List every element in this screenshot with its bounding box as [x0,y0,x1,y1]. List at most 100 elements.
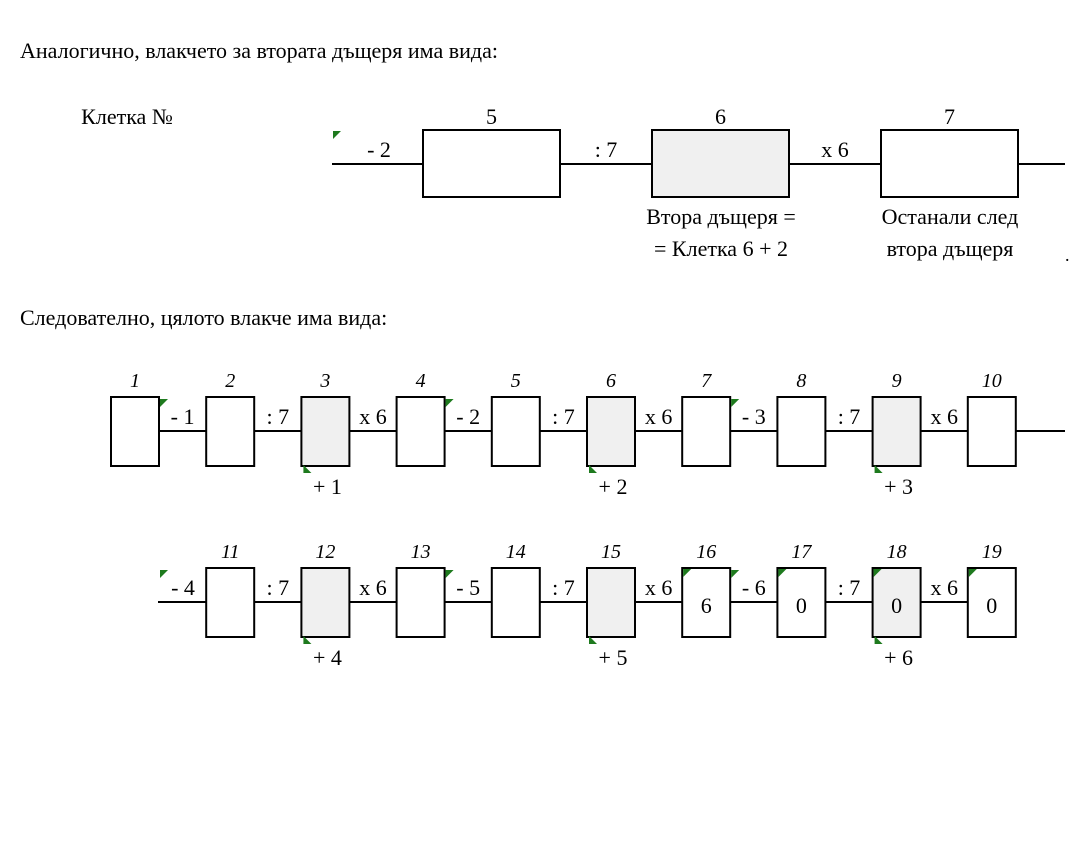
cell-number: 4 [416,370,426,392]
cell-box [966,567,1017,638]
marker-triangle [303,636,312,644]
plus-label: + 3 [884,474,913,499]
cell-number: 2 [225,370,235,392]
cell-number: 15 [601,541,621,563]
marker-triangle [160,399,168,407]
cell-number: 7 [944,104,955,129]
operation-label: : 7 [552,404,575,429]
cell-box [422,129,561,198]
operation-label: : 7 [838,404,861,429]
cell-number: 5 [511,370,521,392]
cell-box [871,396,922,467]
cell-number: 13 [411,541,431,563]
operation-label: : 7 [838,575,861,600]
cell-number: 9 [892,370,902,392]
cell-value: 0 [796,593,807,618]
cell-box [880,129,1019,198]
operation-label: x 6 [930,404,958,429]
cell-number: 1 [130,370,140,392]
cell-number: 17 [791,541,812,563]
marker-triangle [874,465,883,473]
cell-box [966,396,1017,467]
marker-triangle [683,569,692,577]
cell-number: 3 [319,370,330,392]
note-text: Останали след [882,204,1019,229]
cell-value: 0 [986,593,997,618]
note-text: Втора дъщеря = [646,204,796,229]
operation-label: : 7 [266,575,289,600]
marker-triangle [968,569,977,577]
cell-number: 11 [221,541,240,563]
cell-number: 19 [982,541,1002,563]
operation-label: : 7 [266,404,289,429]
cell-box [681,396,732,467]
marker-triangle [333,131,341,139]
cell-number: 6 [606,370,616,392]
cell-box [300,567,351,638]
plus-label: + 1 [313,474,342,499]
plus-label: + 6 [884,645,913,670]
cell-box [205,396,256,467]
cell-box [300,396,351,467]
marker-triangle [445,570,454,578]
marker-triangle [731,399,740,407]
cell-number: 12 [315,541,335,563]
cell-box [490,396,541,467]
operation-label: : 7 [595,137,618,162]
note-text: = Клетка 6 + 2 [654,236,788,261]
operation-label: x 6 [821,137,849,162]
operation-label: x 6 [645,404,673,429]
operation-label: x 6 [645,575,673,600]
cell-number: 18 [887,541,907,563]
trailing-mark: . [1065,245,1070,265]
marker-triangle [778,569,787,577]
operation-label: - 6 [742,575,766,600]
cell-number: 16 [696,541,716,563]
cell-number: 10 [982,370,1002,392]
cell-box [776,396,827,467]
cell-value: 0 [891,593,902,618]
marker-triangle [303,465,312,473]
cell-number-label: Клетка № [81,104,173,129]
cell-number: 6 [715,104,726,129]
operation-label: - 3 [742,404,766,429]
marker-triangle [873,569,882,577]
marker-triangle [731,570,740,578]
cell-box [205,567,256,638]
marker-triangle [160,570,168,578]
cell-box [651,129,790,198]
operation-label: - 2 [456,404,480,429]
cell-number: 8 [796,370,806,392]
cell-box [490,567,541,638]
operation-label: x 6 [359,404,387,429]
plus-label: + 2 [599,474,628,499]
conclusion-paragraph: Следователно, цялото влакче има вида: [20,305,388,330]
cell-box [395,567,446,638]
operation-label: - 5 [456,575,480,600]
note-text: втора дъщеря [887,236,1014,261]
cell-box [586,396,636,467]
cell-box [681,567,732,638]
plus-label: + 5 [599,645,628,670]
cell-box [871,567,922,638]
marker-triangle [445,399,454,407]
cell-box [776,567,827,638]
operation-label: - 4 [171,575,195,600]
cell-box [586,567,636,638]
operation-label: : 7 [552,575,575,600]
cell-number: 14 [506,541,526,563]
cell-value: 6 [701,593,712,618]
cell-box [110,396,160,467]
operation-label: - 2 [367,137,391,162]
operation-label: x 6 [359,575,387,600]
operation-label: x 6 [930,575,958,600]
intro-paragraph: Аналогично, влакчето за втората дъщеря и… [20,38,498,63]
operation-label: - 1 [171,404,195,429]
plus-label: + 4 [313,645,342,670]
cell-number: 5 [486,104,497,129]
marker-triangle [589,465,597,473]
cell-box [395,396,446,467]
cell-number: 7 [701,370,712,392]
marker-triangle [874,636,883,644]
